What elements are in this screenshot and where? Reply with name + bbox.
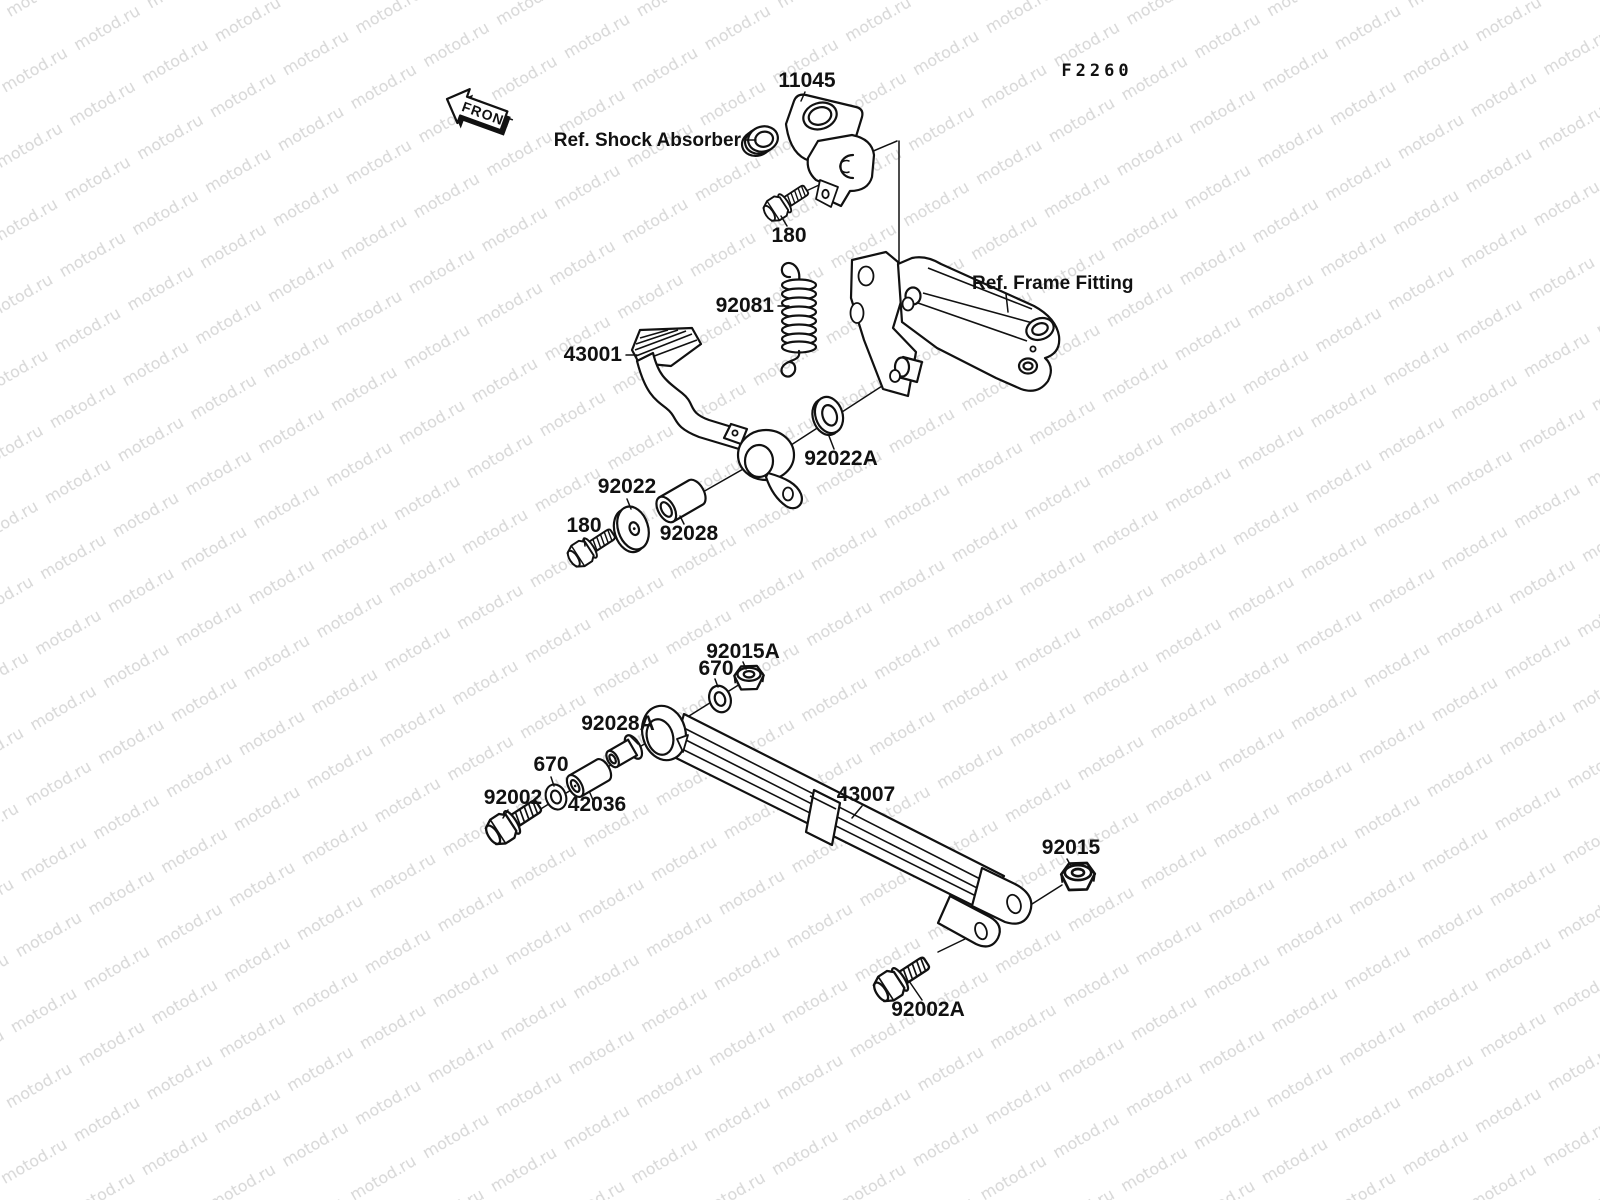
washer-92022-drawing (612, 505, 650, 554)
label-92081: 92081 (716, 294, 775, 317)
label-ref-frame-fitting: Ref. Frame Fitting (972, 273, 1134, 294)
label-670-bottom: 670 (533, 753, 568, 776)
label-42036: 42036 (568, 793, 626, 816)
label-43001: 43001 (564, 343, 623, 366)
collar-92028-drawing (655, 478, 707, 524)
label-92028: 92028 (660, 522, 719, 545)
label-43007: 43007 (837, 783, 895, 806)
bracket-11045-drawing (784, 93, 876, 208)
nut-92015-drawing (1059, 861, 1097, 892)
label-92015: 92015 (1042, 836, 1101, 859)
nut-92015a-drawing (733, 664, 765, 691)
brake-pedal-43001-drawing (630, 326, 803, 510)
label-92022a: 92022A (804, 447, 878, 470)
front-arrow: FRONT (445, 88, 515, 136)
label-180-bottom: 180 (566, 514, 601, 537)
label-11045: 11045 (778, 69, 836, 92)
front-arrow-shape (445, 88, 509, 132)
spring-92081-drawing (780, 261, 818, 378)
figure-code-label: F2260 (1061, 61, 1132, 81)
label-92028a: 92028A (581, 712, 655, 735)
frame-fitting-drawing (849, 250, 1061, 398)
label-92002: 92002 (484, 786, 542, 809)
label-ref-shock-absorber: Ref. Shock Absorber (554, 130, 742, 151)
labels: F2260 11045 Ref. Shock Absorber 180 9208… (484, 61, 1134, 1021)
shock-absorber-bushing-drawing (740, 125, 779, 158)
sleeve-42036-drawing (565, 758, 613, 798)
torque-arm-43007-drawing (640, 704, 1033, 948)
washer-92022a-drawing (811, 395, 845, 437)
label-92002a: 92002A (891, 998, 965, 1021)
label-92022: 92022 (598, 475, 656, 498)
bushing-92028a-drawing (605, 734, 644, 769)
label-180-top: 180 (771, 224, 806, 247)
label-92015a: 92015A (706, 640, 780, 663)
label-670-top: 670 (698, 657, 733, 680)
